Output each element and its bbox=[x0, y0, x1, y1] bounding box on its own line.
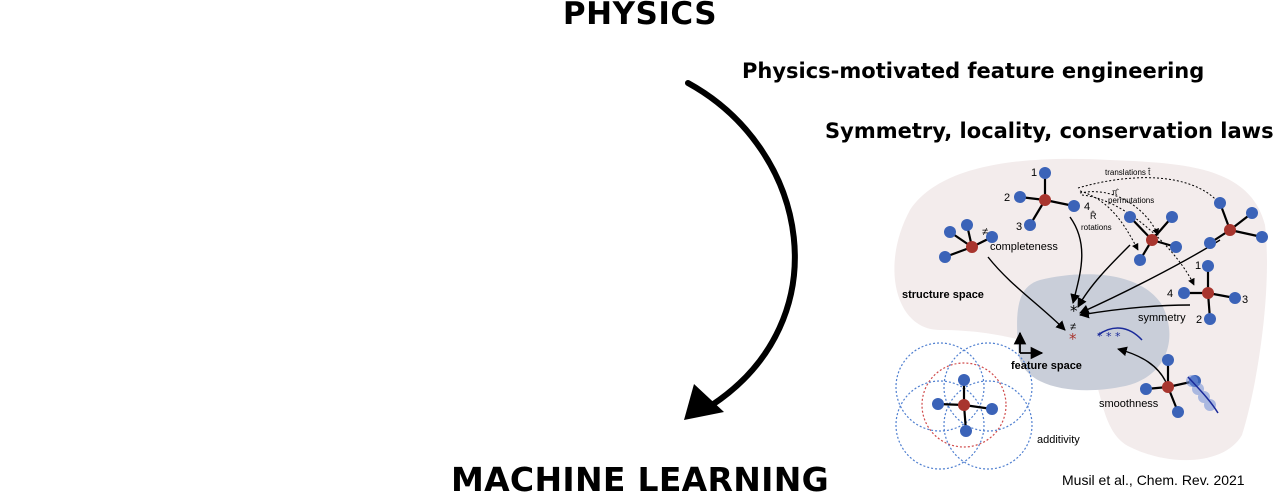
rotations-label: rotations bbox=[1081, 223, 1112, 232]
index-label: 4 bbox=[1167, 288, 1173, 300]
feature-space-label: feature space bbox=[1011, 360, 1082, 372]
smoothness-curve bbox=[1097, 327, 1143, 341]
feature-space-region bbox=[1017, 274, 1170, 391]
machine-learning-label: MACHINE LEARNING bbox=[450, 460, 830, 499]
molecule-b bbox=[939, 219, 998, 263]
feature-axes bbox=[1013, 331, 1044, 360]
citation: Musil et al., Chem. Rev. 2021 bbox=[1062, 472, 1245, 488]
symmetry-label: symmetry bbox=[1138, 312, 1186, 324]
additivity-label: additivity bbox=[1037, 434, 1080, 446]
molecule-e bbox=[1178, 260, 1241, 325]
index-label: 2 bbox=[1196, 314, 1202, 326]
feature-engineering-subtitle: Physics-motivated feature engineering bbox=[742, 59, 1205, 83]
arrow-shaft bbox=[685, 80, 798, 408]
molecule-c bbox=[1124, 211, 1182, 266]
index-label: 3 bbox=[1016, 221, 1022, 233]
feature-point-blue: * * * bbox=[1097, 330, 1121, 343]
pi-hat-label: π̂ bbox=[1112, 188, 1120, 197]
molecule-a bbox=[1014, 167, 1080, 231]
arrow-head bbox=[684, 384, 724, 420]
transformation-arrows bbox=[1077, 177, 1223, 286]
feature-engineering-figure: 1 2 3 4 bbox=[894, 158, 1268, 470]
structure-space-label: structure space bbox=[902, 289, 984, 301]
index-label: 3 bbox=[1242, 294, 1248, 306]
index-label: 2 bbox=[1004, 192, 1010, 204]
r-hat-label: R̂ bbox=[1090, 211, 1097, 221]
additivity-rings bbox=[895, 342, 1033, 470]
translations-label: translations t̂ bbox=[1105, 168, 1151, 177]
feature-point-red: * bbox=[1069, 330, 1077, 348]
index-label: 4 bbox=[1084, 201, 1090, 213]
feature-point-black: * bbox=[1070, 302, 1078, 320]
index-label: 1 bbox=[1031, 167, 1037, 179]
permutations-label: permutations bbox=[1108, 196, 1154, 205]
symmetry-locality-subtitle: Symmetry, locality, conservation laws bbox=[825, 119, 1274, 143]
physics-label: PHYSICS bbox=[562, 0, 718, 32]
not-equal-sign: ≠ bbox=[982, 226, 988, 238]
molecule-d bbox=[1204, 197, 1268, 249]
molecule-g bbox=[932, 374, 998, 437]
smoothness-label: smoothness bbox=[1099, 398, 1159, 410]
index-label: 1 bbox=[1195, 260, 1201, 272]
completeness-label: completeness bbox=[990, 241, 1058, 253]
not-equal-sign: ≠ bbox=[1070, 321, 1076, 333]
relation-arrows bbox=[987, 216, 1221, 388]
